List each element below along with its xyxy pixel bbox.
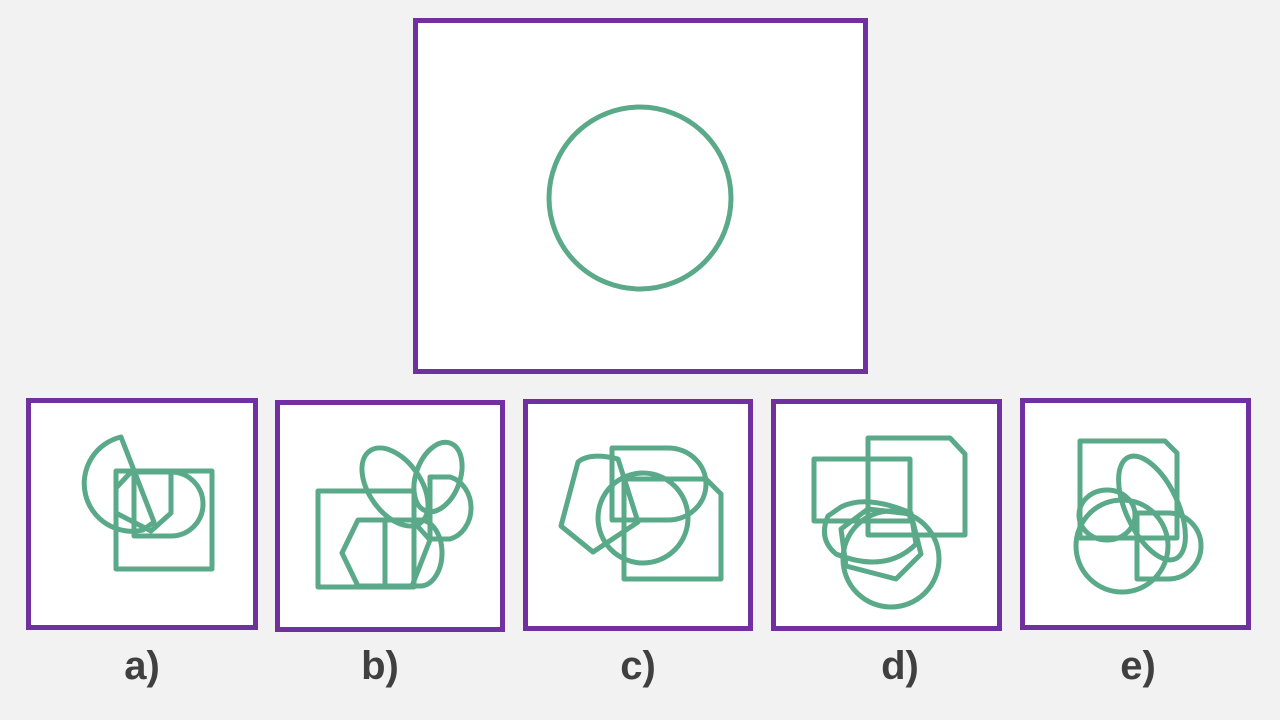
option-b-d-shape-right bbox=[427, 474, 474, 542]
question-circle bbox=[546, 104, 734, 292]
option-c-figure bbox=[558, 445, 724, 582]
option-c-d-shape bbox=[609, 445, 709, 523]
option-e-figure bbox=[1073, 438, 1204, 595]
option-d-panel[interactable] bbox=[771, 399, 1002, 631]
option-a-pentagon bbox=[113, 469, 174, 534]
option-c-label: c) bbox=[620, 644, 656, 688]
option-d-blob bbox=[821, 499, 919, 565]
option-a-label: a) bbox=[124, 644, 160, 688]
question-panel bbox=[413, 18, 868, 374]
option-c-pentagon bbox=[621, 476, 724, 582]
option-e-label: e) bbox=[1120, 644, 1156, 688]
question-figure bbox=[546, 104, 734, 292]
option-a-d-shape bbox=[131, 469, 206, 539]
option-c-panel[interactable] bbox=[523, 399, 753, 631]
option-b-label: b) bbox=[361, 644, 399, 688]
option-a-figure bbox=[81, 434, 215, 572]
option-e-panel[interactable] bbox=[1020, 398, 1251, 630]
option-c-blob bbox=[558, 453, 641, 555]
option-b-figure bbox=[315, 439, 474, 590]
option-d-label: d) bbox=[881, 644, 919, 688]
option-c-circle bbox=[595, 470, 691, 566]
option-e-ellipse-tall bbox=[1116, 453, 1188, 563]
option-d-hexagon bbox=[838, 506, 924, 582]
option-e-d-shape bbox=[1134, 510, 1204, 582]
option-b-panel[interactable] bbox=[275, 400, 505, 632]
option-a-pacman bbox=[81, 434, 157, 534]
option-d-figure bbox=[811, 435, 968, 610]
option-b-rect bbox=[315, 488, 417, 590]
option-a-panel[interactable] bbox=[26, 398, 258, 630]
